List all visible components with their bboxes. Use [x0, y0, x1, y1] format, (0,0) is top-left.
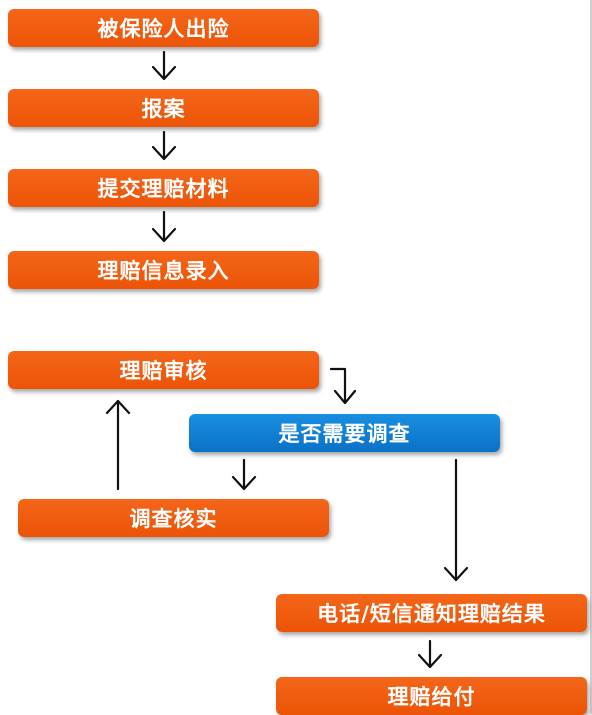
step-claim-review: 理赔审核 [8, 351, 319, 389]
arrow-investigate-to-review [105, 399, 131, 491]
arrow-step2-to-step3 [151, 130, 177, 161]
decision-need-investigation: 是否需要调查 [189, 414, 500, 452]
step-insured-incident: 被保险人出险 [8, 9, 319, 47]
step-claim-payment: 理赔给付 [276, 677, 587, 715]
arrow-review-to-decision [329, 367, 357, 405]
arrow-decision-to-investigate [231, 458, 257, 491]
step-investigation-verify: 调查核实 [18, 499, 329, 537]
step-claim-info-entry: 理赔信息录入 [8, 251, 319, 289]
arrow-notify-to-pay [417, 639, 443, 669]
frame-border-right [590, 0, 592, 714]
arrow-decision-to-notify [443, 458, 469, 582]
step-report: 报案 [8, 89, 319, 127]
arrow-step1-to-step2 [151, 50, 177, 81]
arrow-step3-to-step4 [151, 210, 177, 243]
step-submit-materials: 提交理赔材料 [8, 169, 319, 207]
step-notify-result: 电话/短信通知理赔结果 [276, 594, 587, 632]
